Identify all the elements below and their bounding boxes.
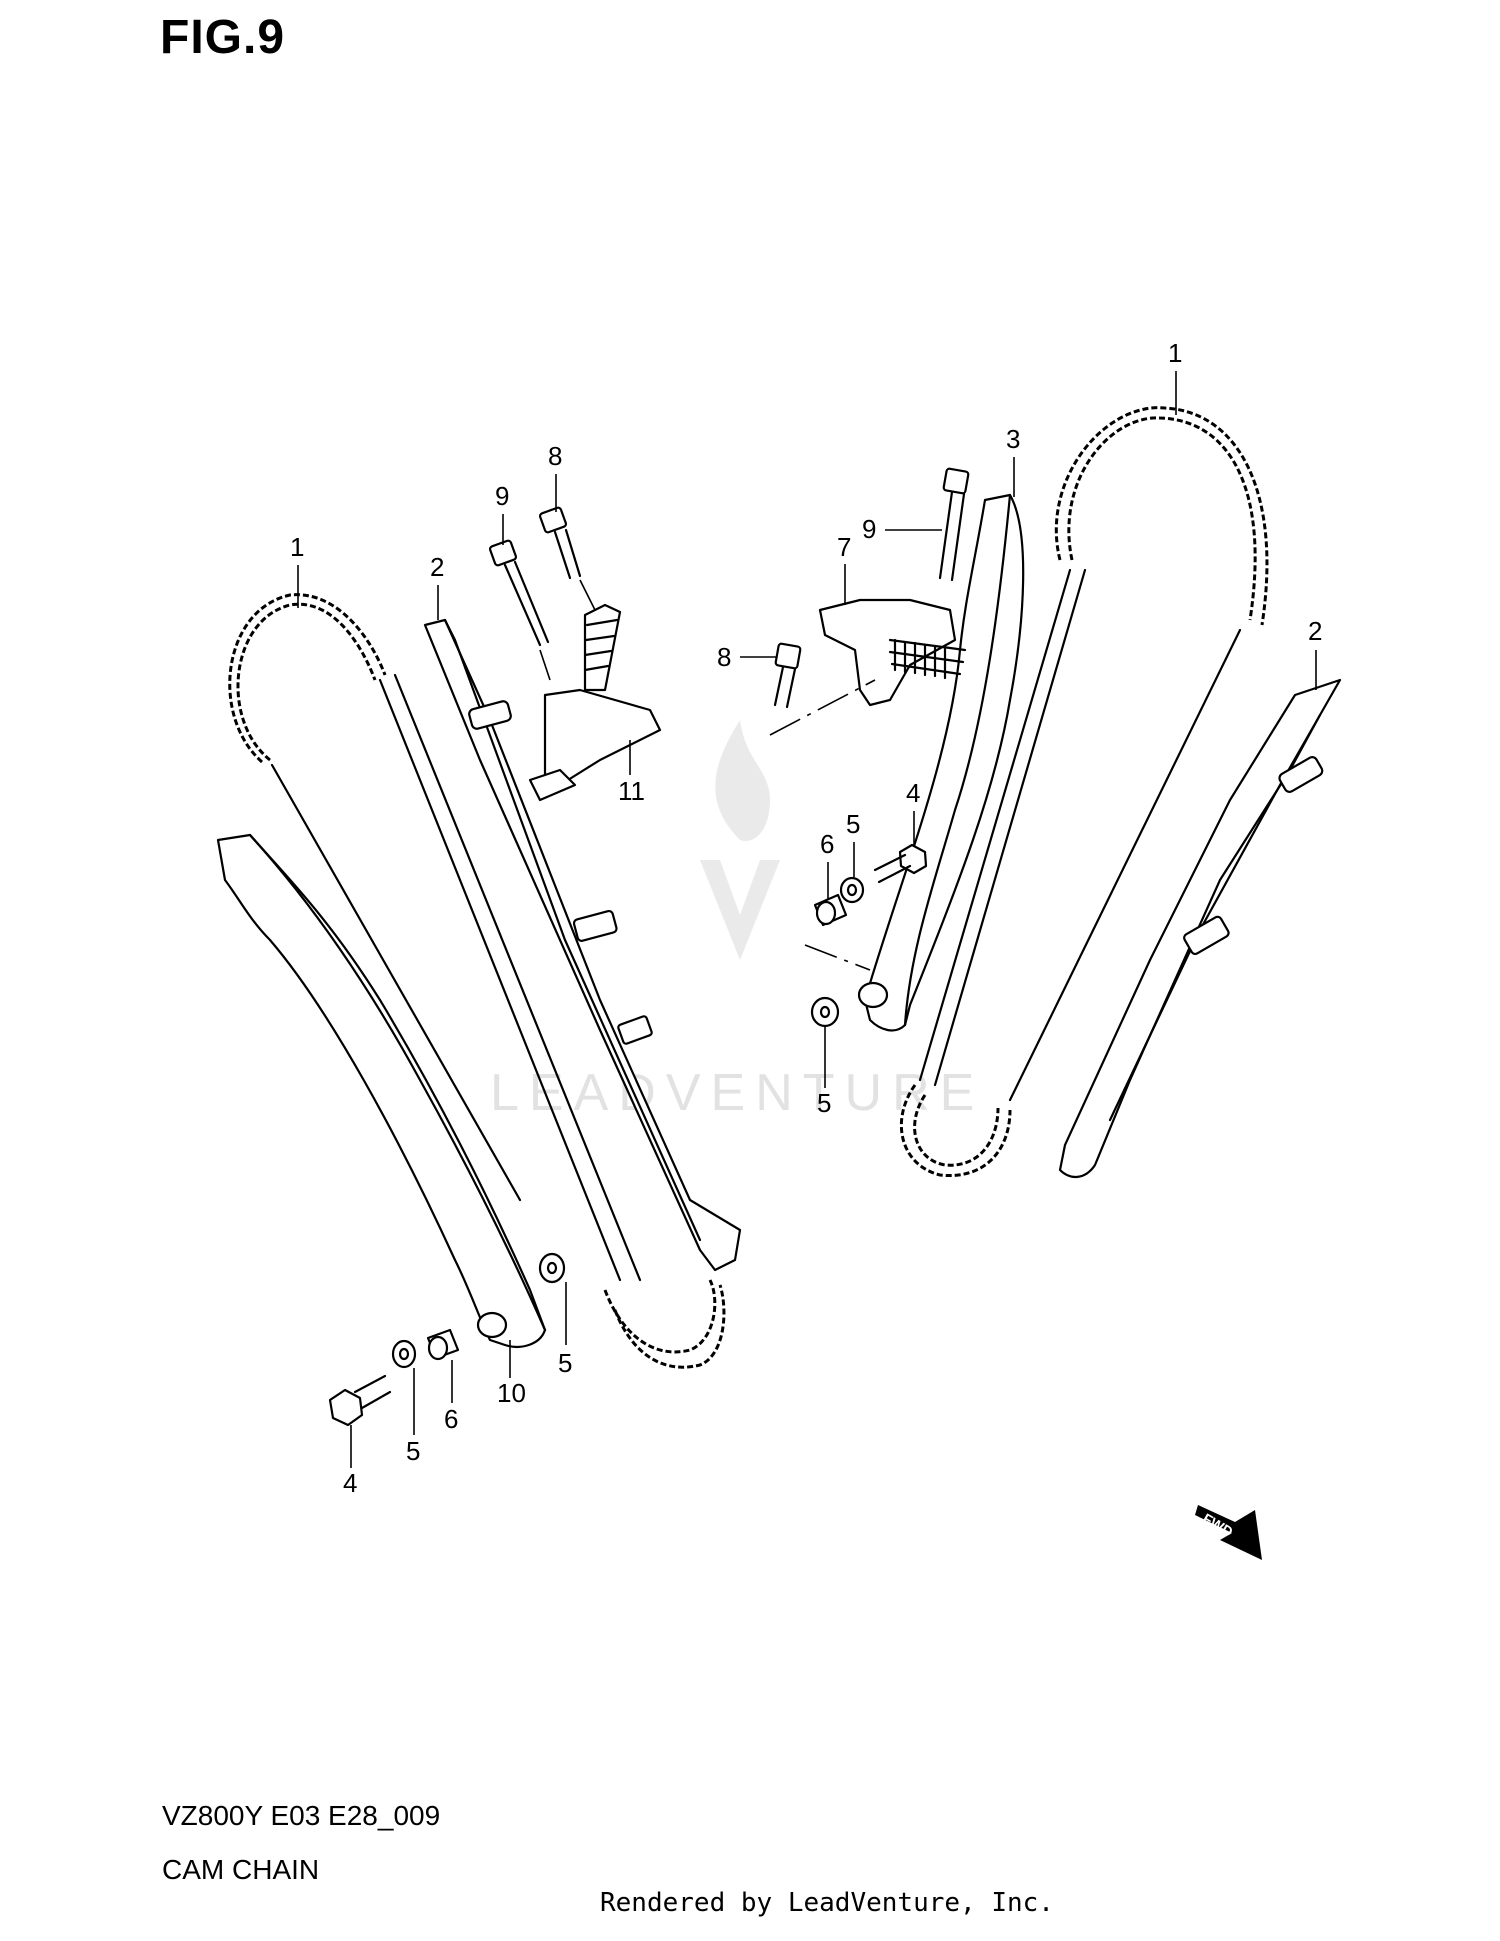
tensioner-adjuster-right	[818, 598, 967, 707]
callout-8-left: 8	[548, 441, 562, 471]
bolt-4-right	[873, 843, 928, 884]
leader-bolt9-adjuster	[539, 649, 551, 681]
callout-3: 3	[1006, 424, 1020, 454]
callout-1-right: 1	[1168, 338, 1182, 368]
leader-bolt8-adjuster	[579, 579, 596, 611]
callout-5-left-lower: 5	[406, 1436, 420, 1466]
callout-5-left-upper: 5	[558, 1348, 572, 1378]
callout-1-left: 1	[290, 532, 304, 562]
bolt-4-left	[328, 1374, 392, 1427]
callout-10: 10	[497, 1378, 526, 1408]
bolt-9-right	[938, 467, 970, 582]
callout-11: 11	[618, 776, 645, 806]
callout-2-left: 2	[430, 552, 444, 582]
callout-5-right-upper: 5	[846, 809, 860, 839]
watermark-text: LEADVENTURE	[490, 1064, 984, 1122]
washer-5-right-lower	[810, 996, 840, 1028]
collar-6-left	[426, 1328, 460, 1361]
cam-chain-left	[228, 593, 726, 1369]
washer-5-left-lower	[391, 1339, 417, 1369]
callout-4-right: 4	[906, 778, 920, 808]
chain-guide-left	[423, 618, 742, 1272]
chain-tensioner-left	[216, 833, 547, 1348]
leader-collar-guide	[804, 944, 871, 971]
model-code: VZ800Y E03 E28_009	[162, 1800, 441, 1831]
rendered-by-credit: Rendered by LeadVenture, Inc.	[600, 1888, 1054, 1918]
bolt-9-left	[488, 539, 550, 647]
callout-8-right: 8	[717, 642, 731, 672]
fwd-direction-arrow-icon: FWD	[1195, 1505, 1262, 1560]
washer-5-left-upper	[538, 1252, 566, 1284]
collar-6-right	[813, 893, 848, 927]
chain-guide-right	[1058, 678, 1342, 1178]
leadventure-watermark-logo: LEADVENTURE	[490, 720, 984, 1122]
callout-6-left: 6	[444, 1404, 458, 1434]
callout-6-right: 6	[820, 829, 834, 859]
callout-9-left: 9	[495, 481, 509, 511]
bolt-8-left	[538, 506, 582, 580]
bolt-8-right	[773, 642, 802, 709]
callout-2-right: 2	[1308, 616, 1322, 646]
leader-bolt8-adjuster-right	[769, 679, 876, 736]
assembly-name: CAM CHAIN	[162, 1854, 320, 1885]
washer-5-right-upper	[839, 876, 865, 904]
cam-chain-right	[899, 406, 1269, 1178]
callout-7: 7	[837, 532, 851, 562]
callout-5-right-lower: 5	[817, 1088, 831, 1118]
callout-9-right: 9	[862, 514, 876, 544]
figure-title: FIG.9	[160, 11, 286, 64]
tensioner-adjuster-left	[528, 603, 662, 802]
callout-4-left: 4	[343, 1468, 357, 1498]
